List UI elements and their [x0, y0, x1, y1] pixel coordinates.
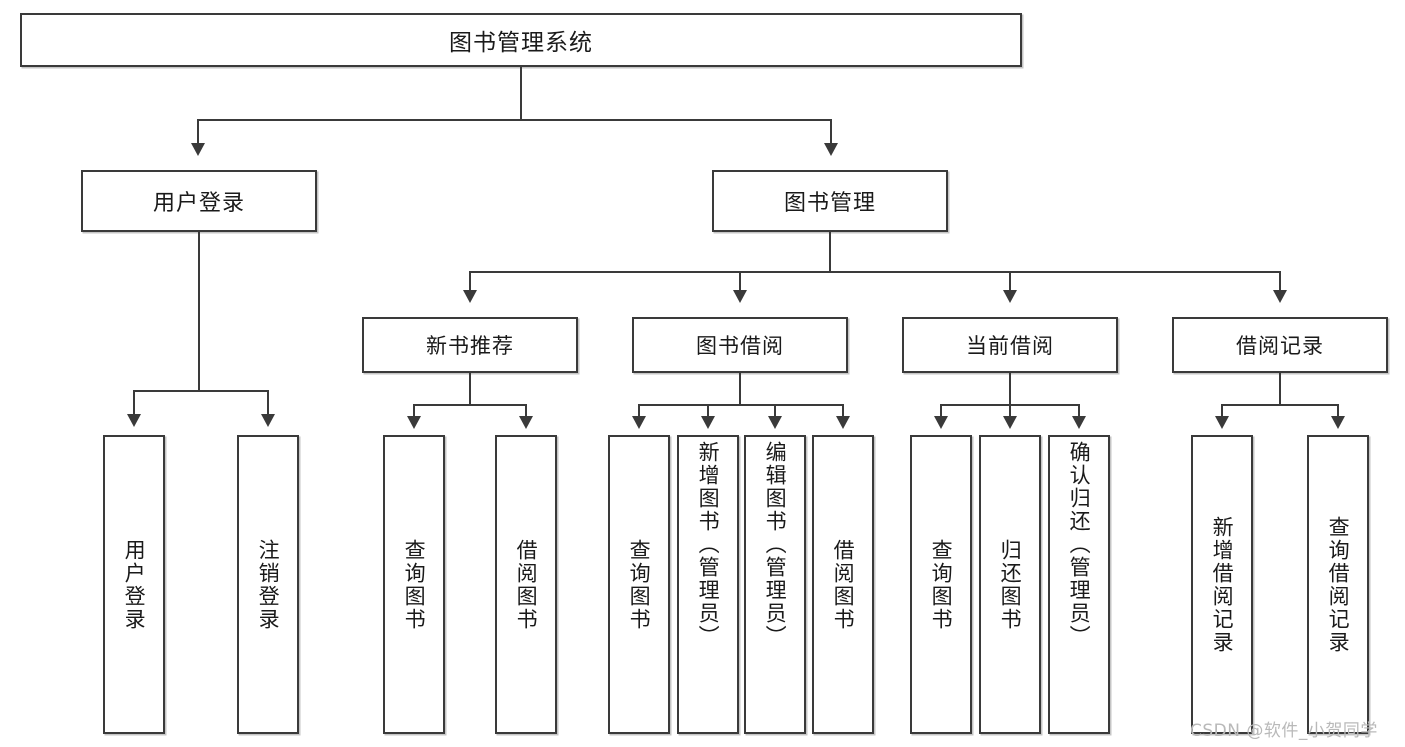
node-label: 当前借阅: [966, 334, 1054, 358]
connector-book-borrow-leaf3: [774, 404, 776, 418]
connector-current-borrow-leaf3: [1078, 404, 1080, 418]
connector-book-borrow-leaf4: [842, 404, 844, 418]
arrowhead-leaf-return-book: [1003, 416, 1017, 429]
connector-user-login-leaf1: [133, 390, 135, 416]
connector-current-borrow-leaf2: [1009, 404, 1011, 418]
node-label: 图书管理系统: [449, 30, 593, 56]
leaf-label: 查询图书: [929, 538, 954, 631]
arrowhead-leaf-query-book-3: [934, 416, 948, 429]
leaf-user-login[interactable]: 用户登录: [103, 435, 165, 734]
arrowhead-user-login: [191, 143, 205, 156]
arrowhead-leaf-user-login: [127, 414, 141, 427]
node-label: 用户登录: [152, 191, 245, 216]
connector-to-new-book: [469, 271, 471, 293]
connector-to-user-login: [197, 119, 199, 147]
leaf-label: 借阅图书: [514, 538, 539, 631]
connector-new-book-leaf1: [413, 404, 415, 418]
connector-user-login-bus: [133, 390, 268, 392]
node-label: 新书推荐: [426, 334, 514, 358]
leaf-label: 借阅图书: [831, 538, 856, 631]
connector-to-current-borrow: [1009, 271, 1011, 293]
connector-user-login-leaf2: [267, 390, 269, 416]
connector-book-borrow-leaf1: [638, 404, 640, 418]
connector-borrow-record-stem: [1279, 373, 1281, 406]
arrowhead-leaf-borrow-book-2: [836, 416, 850, 429]
arrowhead-new-book-recommend: [463, 290, 477, 303]
connector-to-book-borrow: [739, 271, 741, 293]
connector-new-book-bus: [413, 404, 527, 406]
connector-to-book-management: [830, 119, 832, 147]
leaf-label: 查询图书: [627, 538, 652, 631]
arrowhead-current-borrow: [1003, 290, 1017, 303]
connector-root-stem: [520, 67, 522, 120]
leaf-edit-book-admin[interactable]: 编辑图书（管理员）: [744, 435, 806, 734]
node-label: 借阅记录: [1236, 334, 1324, 358]
arrowhead-book-borrow: [733, 290, 747, 303]
node-current-borrow[interactable]: 当前借阅: [902, 317, 1118, 373]
leaf-add-book-admin[interactable]: 新增图书（管理员）: [677, 435, 739, 734]
connector-book-borrow-stem: [739, 373, 741, 406]
connector-book-borrow-leaf2: [707, 404, 709, 418]
connector-user-login-stem: [198, 232, 200, 392]
connector-book-borrow-bus: [638, 404, 844, 406]
leaf-label: 编辑图书（管理员）: [763, 441, 788, 648]
leaf-query-book-current[interactable]: 查询图书: [910, 435, 972, 734]
leaf-query-borrow-record[interactable]: 查询借阅记录: [1307, 435, 1369, 734]
node-borrow-record[interactable]: 借阅记录: [1172, 317, 1388, 373]
node-user-login[interactable]: 用户登录: [81, 170, 317, 232]
connector-borrow-record-bus: [1221, 404, 1339, 406]
leaf-add-borrow-record[interactable]: 新增借阅记录: [1191, 435, 1253, 734]
node-book-management[interactable]: 图书管理: [712, 170, 948, 232]
arrowhead-leaf-add-record: [1215, 416, 1229, 429]
arrowhead-leaf-add-book: [701, 416, 715, 429]
arrowhead-leaf-confirm-return: [1072, 416, 1086, 429]
leaf-label: 新增图书（管理员）: [696, 441, 721, 648]
arrowhead-borrow-record: [1273, 290, 1287, 303]
leaf-label: 归还图书: [998, 538, 1023, 631]
connector-to-borrow-record: [1279, 271, 1281, 293]
arrowhead-leaf-query-record: [1331, 416, 1345, 429]
arrowhead-leaf-query-book-2: [632, 416, 646, 429]
node-new-book-recommend[interactable]: 新书推荐: [362, 317, 578, 373]
leaf-label: 确认归还（管理员）: [1067, 441, 1092, 648]
connector-book-management-stem: [829, 232, 831, 272]
leaf-confirm-return-admin[interactable]: 确认归还（管理员）: [1048, 435, 1110, 734]
leaf-label: 用户登录: [122, 538, 147, 631]
leaf-label: 查询图书: [402, 538, 427, 631]
leaf-label: 注销登录: [256, 538, 281, 631]
arrowhead-book-management: [824, 143, 838, 156]
connector-current-borrow-stem: [1009, 373, 1011, 406]
connector-new-book-leaf2: [525, 404, 527, 418]
arrowhead-leaf-query-book-1: [407, 416, 421, 429]
node-label: 图书借阅: [696, 334, 784, 358]
leaf-logout[interactable]: 注销登录: [237, 435, 299, 734]
connector-borrow-record-leaf2: [1337, 404, 1339, 418]
connector-current-borrow-leaf1: [940, 404, 942, 418]
leaf-label: 新增借阅记录: [1210, 515, 1235, 654]
leaf-return-book[interactable]: 归还图书: [979, 435, 1041, 734]
connector-level3-bus: [469, 271, 1281, 273]
connector-new-book-stem: [469, 373, 471, 406]
leaf-label: 查询借阅记录: [1326, 515, 1351, 654]
csdn-watermark: CSDN @软件_小贺同学: [1190, 721, 1378, 741]
arrowhead-leaf-edit-book: [768, 416, 782, 429]
leaf-borrow-book-recommend[interactable]: 借阅图书: [495, 435, 557, 734]
connector-level2-bus: [197, 119, 832, 121]
arrowhead-leaf-borrow-book-1: [519, 416, 533, 429]
connector-borrow-record-leaf1: [1221, 404, 1223, 418]
node-book-borrow[interactable]: 图书借阅: [632, 317, 848, 373]
node-label: 图书管理: [783, 191, 876, 216]
node-root-book-management-system[interactable]: 图书管理系统: [20, 13, 1022, 67]
leaf-query-book-recommend[interactable]: 查询图书: [383, 435, 445, 734]
arrowhead-leaf-logout: [261, 414, 275, 427]
leaf-borrow-book[interactable]: 借阅图书: [812, 435, 874, 734]
leaf-query-book-borrow[interactable]: 查询图书: [608, 435, 670, 734]
